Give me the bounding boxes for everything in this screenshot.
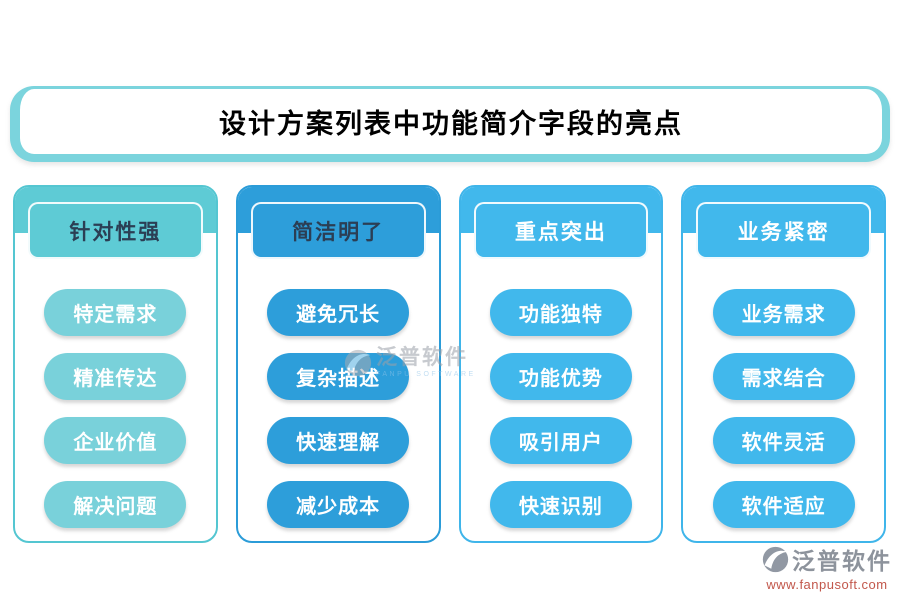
pill-item: 吸引用户 bbox=[489, 417, 632, 464]
pill-item: 特定需求 bbox=[44, 289, 187, 336]
card-header: 针对性强 bbox=[28, 202, 203, 259]
fanpu-logo-icon bbox=[762, 546, 789, 572]
pill-list: 业务需求 需求结合 软件灵活 软件适应 bbox=[683, 289, 884, 528]
pill-item: 减少成本 bbox=[267, 481, 410, 528]
pill-item: 企业价值 bbox=[44, 417, 187, 464]
pill-item: 复杂描述 bbox=[267, 353, 410, 400]
pill-item: 软件灵活 bbox=[712, 417, 855, 464]
card-highlight: 重点突出 功能独特 功能优势 吸引用户 快速识别 bbox=[458, 185, 664, 543]
pill-item: 业务需求 bbox=[712, 289, 855, 336]
pill-item: 快速识别 bbox=[489, 481, 632, 528]
pill-list: 避免冗长 复杂描述 快速理解 减少成本 bbox=[238, 289, 439, 528]
footer-brand: 泛普软件 bbox=[792, 548, 892, 574]
pill-list: 功能独特 功能优势 吸引用户 快速识别 bbox=[461, 289, 662, 528]
pill-item: 功能优势 bbox=[489, 353, 632, 400]
card-header: 重点突出 bbox=[473, 202, 649, 259]
pill-item: 功能独特 bbox=[489, 289, 632, 336]
pill-list: 特定需求 精准传达 企业价值 解决问题 bbox=[15, 289, 216, 528]
pill-item: 需求结合 bbox=[712, 353, 855, 400]
pill-item: 避免冗长 bbox=[267, 289, 410, 336]
pill-item: 精准传达 bbox=[44, 353, 187, 400]
card-concise: 简洁明了 避免冗长 复杂描述 快速理解 减少成本 bbox=[235, 185, 441, 543]
footer-logo: 泛普软件 www.fanpusoft.com bbox=[762, 542, 892, 592]
card-header: 简洁明了 bbox=[250, 202, 426, 259]
page-title: 设计方案列表中功能简介字段的亮点 bbox=[219, 109, 683, 139]
card-header: 业务紧密 bbox=[696, 202, 871, 259]
footer-url: www.fanpusoft.com bbox=[766, 577, 888, 592]
pill-item: 解决问题 bbox=[44, 481, 187, 528]
pill-item: 软件适应 bbox=[712, 481, 855, 528]
title-banner: 设计方案列表中功能简介字段的亮点 bbox=[10, 86, 890, 162]
pill-item: 快速理解 bbox=[267, 417, 410, 464]
card-targeted: 针对性强 特定需求 精准传达 企业价值 解决问题 bbox=[13, 185, 218, 543]
card-business: 业务紧密 业务需求 需求结合 软件灵活 软件适应 bbox=[681, 185, 886, 543]
columns-row: 针对性强 特定需求 精准传达 企业价值 解决问题 简洁明了 避免冗长 复杂描述 … bbox=[13, 185, 886, 543]
